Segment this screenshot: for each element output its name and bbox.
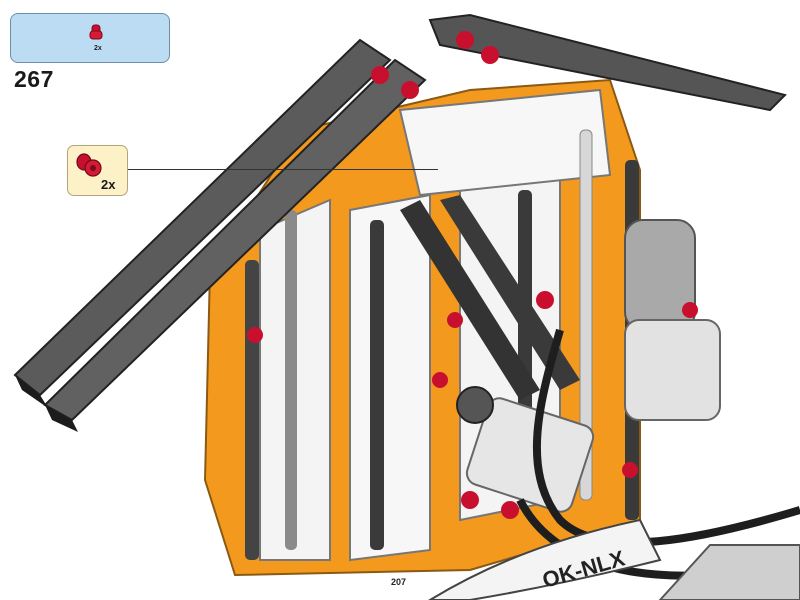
callout-pointer-line [128,169,438,170]
red-axle-connector-icon [89,24,103,40]
parts-list-box: 2x [10,13,170,63]
red-axle-connector-icon [76,153,102,177]
step-number: 267 [14,66,54,92]
page-number: 207 [391,577,407,587]
parts-quantity: 2x [94,45,102,52]
callout-box: 2x [67,145,128,196]
callout-quantity: 2x [101,177,116,192]
